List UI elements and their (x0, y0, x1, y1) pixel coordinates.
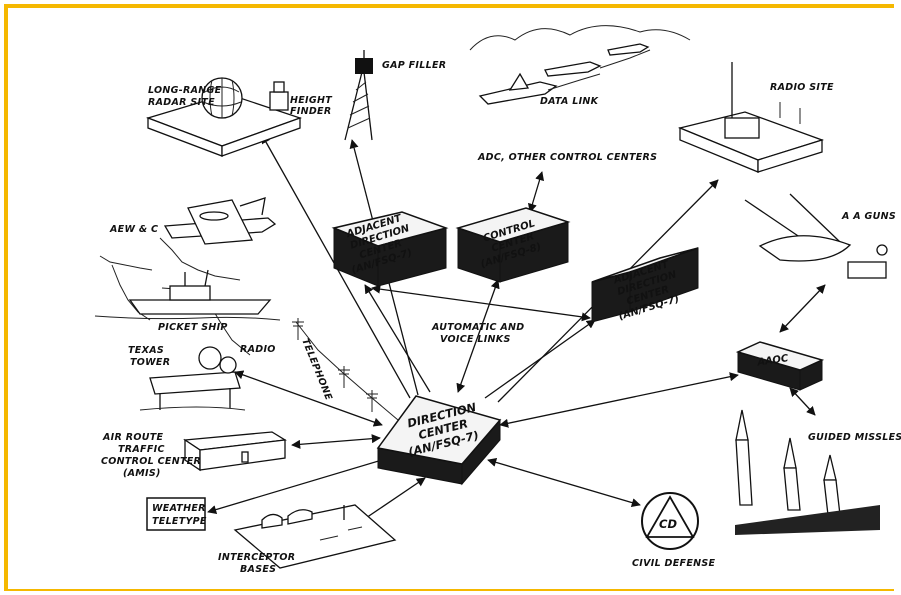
aew-aircraft (165, 198, 275, 244)
aew-label: AEW & C (109, 224, 158, 235)
arrow-aaoc-missiles (790, 388, 815, 415)
air-route-label-1: AIR ROUTE (102, 432, 163, 443)
arrow-dc-interceptor (360, 478, 425, 522)
texas-tower-label-2: TOWER (130, 357, 170, 368)
texas-tower-label-1: TEXAS (128, 345, 164, 356)
radio-site (680, 62, 822, 172)
cd-symbol-label: CD (659, 517, 677, 531)
interceptor-label-1: INTERCEPTOR (218, 552, 295, 563)
guided-missiles (735, 410, 880, 535)
automatic-links-label-2: VOICE LINKS (440, 334, 511, 345)
automatic-links-label-1: AUTOMATIC AND (431, 322, 524, 333)
arrow-adj-adj (372, 288, 590, 318)
jet-icon (545, 62, 600, 76)
aa-guns-label: A A GUNS (841, 211, 896, 222)
height-finder-icon (270, 92, 288, 110)
arrow-dc-aaoc (500, 375, 738, 425)
arrow-dc-airroute (292, 438, 380, 445)
data-link-aircraft (470, 26, 690, 104)
arrow-control-adc (530, 172, 542, 212)
interceptor-label-2: BASES (240, 564, 276, 575)
telephone-label: TELEPHONE (299, 337, 334, 402)
arrow-aaoc-guns (780, 285, 825, 332)
weather-label-2: TELETYPE (152, 516, 207, 527)
arrow-dc-weather (208, 460, 382, 512)
guided-missles-label: GUIDED MISSLES (808, 432, 901, 443)
height-finder-label-1: HEIGHT (290, 95, 333, 106)
radar-site-label-1: LONG-RANGE (148, 85, 222, 96)
gap-filler-label: GAP FILLER (382, 60, 446, 71)
air-route-label-4: (AMIS) (123, 468, 161, 479)
air-route-label-3: CONTROL CENTER (101, 456, 201, 467)
aaoc-box (738, 342, 822, 390)
picket-ship-label: PICKET SHIP (158, 322, 228, 333)
adc-other-label: ADC, OTHER CONTROL CENTERS (477, 152, 657, 163)
arrow-dc-texas (235, 372, 382, 425)
radio-site-label: RADIO SITE (770, 82, 834, 93)
arrow-dc-cd (488, 460, 640, 505)
picket-ship (95, 270, 280, 320)
radio-label: RADIO (240, 344, 276, 355)
weather-label-1: WEATHER (152, 503, 206, 514)
data-link-label: DATA LINK (540, 96, 599, 107)
radar-site-label-2: RADAR SITE (148, 97, 215, 108)
air-route-label-2: TRAFFIC (118, 444, 165, 455)
civil-defense-label: CIVIL DEFENSE (632, 558, 716, 569)
gap-filler-tower (345, 50, 373, 140)
height-finder-label-2: FINDER (290, 106, 331, 117)
aa-guns (745, 194, 887, 278)
